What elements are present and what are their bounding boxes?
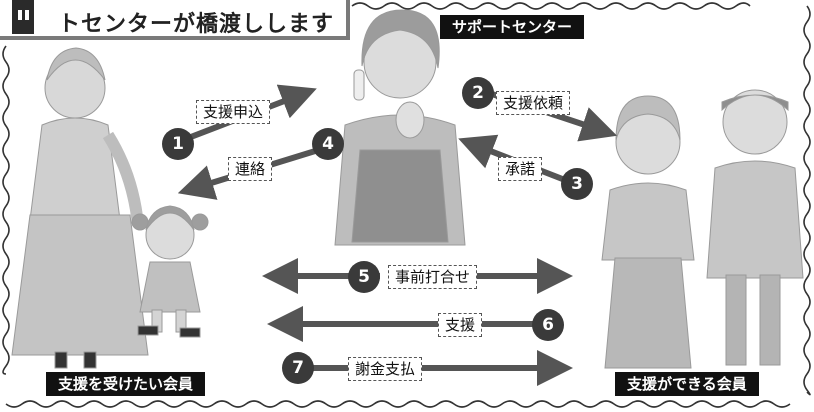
support-center-tag: サポートセンター [440,15,585,39]
step-7-label: 謝金支払 [348,357,423,381]
step-2-badge: 2 [462,77,494,109]
mother-illustration [11,47,149,369]
step-7-badge: 7 [282,352,314,384]
operator-illustration [334,9,466,246]
grandmother-illustration [601,95,695,369]
requester-member-tag: 支援を受けたい会員 [46,372,206,396]
step-3-label: 承諾 [498,157,543,181]
step-1-label: 支援申込 [196,100,271,124]
step-1-badge: 1 [162,128,194,160]
title-box: トセンターが橋渡しします [0,0,350,40]
step-2-label: 支援依頼 [496,91,571,115]
page-title: トセンターが橋渡しします [58,12,335,37]
grandfather-illustration [706,89,804,366]
step-5-label: 事前打合せ [388,265,478,289]
provider-member-tag: 支援ができる会員 [615,372,759,396]
step-5-badge: 5 [348,261,380,293]
wavy-frame [2,2,811,408]
step-6-label: 支援 [438,313,483,337]
child-illustration [131,205,209,338]
step-4-label: 連絡 [228,157,273,181]
step-4-badge: 4 [312,128,344,160]
step-3-badge: 3 [561,168,593,200]
step-6-badge: 6 [532,309,564,341]
building-icon [12,0,34,34]
